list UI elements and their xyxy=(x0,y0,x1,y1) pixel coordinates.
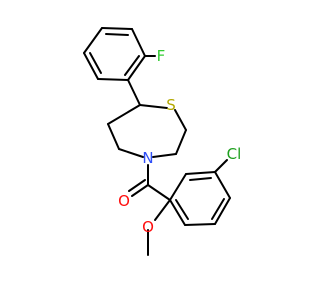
bond xyxy=(127,55,146,81)
bond xyxy=(214,197,231,225)
bond-c-o xyxy=(154,199,171,221)
bond xyxy=(147,184,171,201)
methoxy-oxygen-label: O xyxy=(142,218,154,236)
thiazepane-ring xyxy=(107,104,187,158)
bond xyxy=(214,171,231,199)
bond-c-n xyxy=(152,153,177,158)
bond xyxy=(185,171,216,175)
double-bond-inner xyxy=(89,52,102,74)
double-bond-inner xyxy=(175,199,189,220)
double-bond-inner xyxy=(124,55,140,76)
carbonyl-oxygen-label: O xyxy=(118,192,130,210)
fluorine-atom-label: F xyxy=(157,47,166,65)
fluorophenyl-ring xyxy=(83,27,146,81)
bond xyxy=(184,223,216,226)
bond xyxy=(169,173,187,201)
bond xyxy=(107,104,141,125)
bond xyxy=(175,129,187,155)
bond xyxy=(97,78,129,81)
nitrogen-atom-label: N xyxy=(142,149,153,167)
sulfur-atom-label: S xyxy=(166,96,176,114)
bond-s-c xyxy=(174,109,187,131)
bond-c-o-double xyxy=(128,179,146,192)
molecule-canvas: F S N O Cl O xyxy=(83,27,242,256)
double-bond-inner xyxy=(189,177,212,181)
double-bond-inner xyxy=(105,33,129,36)
bond xyxy=(127,79,141,106)
bond-c-o xyxy=(131,184,149,197)
bond xyxy=(169,199,186,226)
bond xyxy=(83,27,103,54)
bond-n-c xyxy=(118,148,144,158)
bond xyxy=(131,28,146,57)
chlorine-atom-label: Cl xyxy=(227,145,242,163)
bond-c-s xyxy=(139,104,168,109)
bond xyxy=(107,123,120,150)
structure-drawing: F S N O Cl O xyxy=(83,27,242,256)
bond-c-cl xyxy=(214,159,228,173)
chloromethoxyphenyl-ring xyxy=(169,171,231,226)
bond xyxy=(83,52,99,80)
bond xyxy=(101,27,133,30)
double-bond-inner xyxy=(211,198,225,220)
